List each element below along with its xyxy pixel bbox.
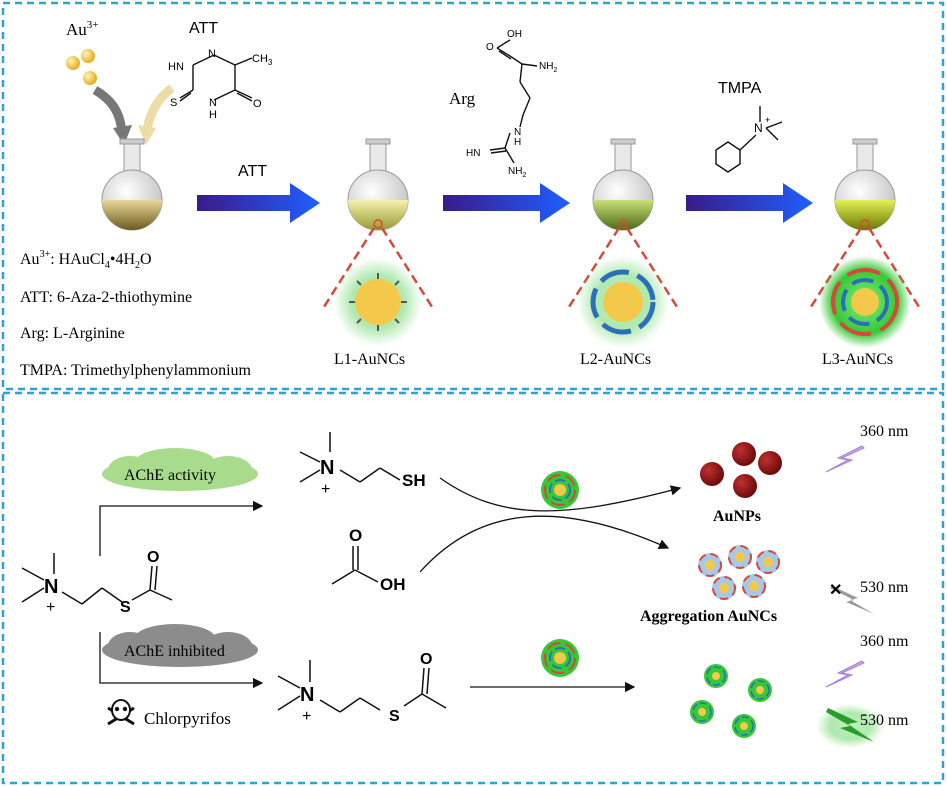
svg-text:O: O [147,549,159,566]
svg-text:S: S [170,97,177,109]
svg-text:N: N [320,457,334,479]
wavelength-360-top: 360 nm [860,423,909,440]
svg-text:S: S [120,599,131,616]
att-structure [179,54,253,102]
branch-up-arrow [99,500,264,556]
tmpa-title: TMPA [718,80,762,97]
ache-inhibited-label: AChE inhibited [124,643,225,660]
au-addition-arrow [92,86,127,133]
svg-text:H: H [514,137,521,148]
svg-text:O: O [486,42,494,53]
green-lightning-icon-quenched [830,586,874,614]
l3-aunc-icon-inhibited [541,639,579,677]
att-addition-arrow [142,84,175,131]
legend-arg: Arg: L-Arginine [20,325,125,342]
svg-text:N: N [300,684,314,706]
svg-text:O: O [349,526,362,545]
svg-text:OH: OH [380,575,406,594]
aunps-label: AuNPs [713,508,761,525]
product-l3-label: L3-AuNCs [822,351,893,368]
aggregation-label: Aggregation AuNCs [640,608,777,625]
svg-text:+: + [46,599,55,616]
l3-aunc-icon [819,256,911,348]
ache-activity-cloud [102,448,258,491]
legend-att: ATT: 6-Aza-2-thiothymine [20,289,192,306]
l3-aunc-icon-reactant [541,471,579,509]
l1-aunc-icon [334,258,422,346]
flask-l1 [347,138,409,231]
svg-text:N: N [209,97,217,109]
wavelength-530-quenched: 530 nm [860,579,909,596]
acetic-to-aggregation-curve [419,515,670,573]
arg-structure [489,39,538,164]
product-l2-label: L2-AuNCs [580,351,651,368]
wavelength-360-bottom: 360 nm [860,633,909,650]
svg-text:+: + [321,481,330,498]
thiocholine-structure [299,432,401,483]
svg-text:HN: HN [466,148,480,159]
svg-text:HN: HN [168,61,184,73]
gold-ions-icon [66,49,97,85]
arrow-tmpa [686,183,813,223]
legend-tmpa: TMPA: Trimethylphenylammonium [20,362,252,379]
svg-text:N: N [754,121,763,135]
svg-text:S: S [389,708,400,725]
wavelength-530-emission: 530 nm [860,712,909,729]
aunps-icon [700,442,782,498]
top-panel-border [1,1,945,391]
branch-down-arrow [99,632,264,689]
uv-lightning-icon-top [825,445,865,473]
aggregation-auncs-icon [698,545,780,600]
l2-aunc-icon [577,256,669,348]
cross-mark: ✕ [829,582,842,599]
thiocholine-to-aunps-curve [439,477,682,512]
acetic-acid-structure [331,546,379,585]
tmpa-structure [715,106,783,173]
svg-text:H: H [209,109,217,121]
ache-activity-label: AChE activity [124,467,216,484]
att-title: ATT [189,20,218,37]
flask-l3 [834,138,896,231]
dispersed-auncs-icon [690,664,772,738]
svg-text:NH2: NH2 [508,166,526,179]
svg-text:O: O [253,98,262,110]
uv-lightning-icon-bottom [825,660,865,688]
acetylthiocholine-unreacted-structure [277,660,447,713]
svg-text:CH3: CH3 [252,53,273,67]
svg-text:N: N [44,576,58,598]
product-l1-label: L1-AuNCs [334,351,405,368]
svg-text:O: O [420,651,432,668]
bottom-panel-border [1,391,945,785]
svg-text:OH: OH [507,29,522,40]
arrow-arg [443,183,570,223]
flask-l2 [592,138,654,231]
acetylthiocholine-structure [21,553,173,605]
svg-text:+: + [765,115,770,125]
svg-text:N: N [208,48,216,60]
au-label: Au3+ [66,19,99,39]
arrow-att [197,183,320,223]
green-lightning-icon-emission [816,704,884,748]
legend-au: Au3+: HAuCl4•4H2O [20,249,152,271]
svg-text:SH: SH [402,471,426,490]
arrow-att-label: ATT [238,163,267,180]
flask-precursor [101,138,163,231]
arg-title: Arg [449,89,476,108]
ache-inhibited-cloud [102,624,258,667]
skull-icon [107,699,135,726]
svg-text:N: N [514,127,521,138]
svg-text:+: + [302,708,311,725]
svg-text:NH2: NH2 [539,61,557,74]
chlorpyrifos-label: Chlorpyrifos [144,709,231,728]
